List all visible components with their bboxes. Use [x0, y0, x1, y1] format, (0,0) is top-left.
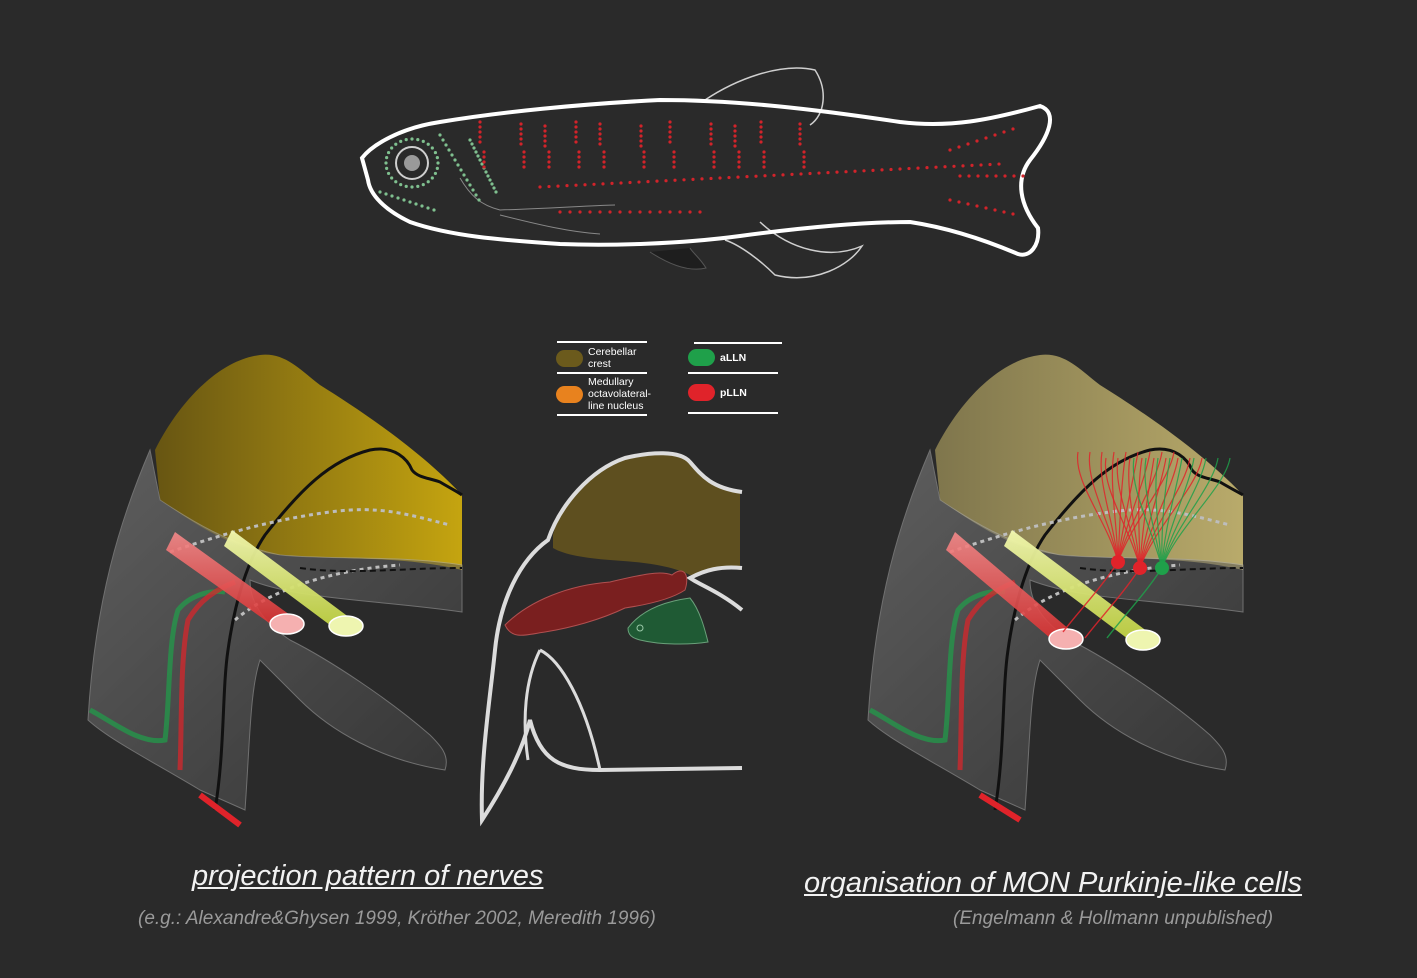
mon-swatch	[556, 386, 583, 403]
legend-label: aLLN	[720, 352, 747, 364]
plln-swatch	[688, 384, 715, 401]
plln-rod	[166, 532, 305, 635]
alln-fish-map	[627, 597, 709, 645]
left-caption-title: projection pattern of nerves	[192, 860, 544, 892]
alln-rod	[224, 530, 364, 637]
cerebellar-crest-swatch	[556, 350, 583, 367]
alln-rod-right	[1004, 530, 1161, 651]
fish-outline	[359, 67, 1052, 279]
neuromast-dots	[378, 120, 1025, 216]
alln-swatch	[688, 349, 715, 366]
right-purkinje-panel	[867, 354, 1244, 823]
left-caption-reference: (e.g.: Alexandre&Ghysen 1999, Kröther 20…	[138, 908, 656, 929]
plln-fish-map	[504, 570, 688, 636]
eye-icon	[395, 146, 429, 180]
legend-label: Cerebellar crest	[588, 346, 637, 370]
purkinje-like-cells	[1062, 451, 1231, 639]
left-projection-panel	[87, 354, 463, 828]
right-caption-reference: (Engelmann & Hollmann unpublished)	[953, 908, 1274, 929]
legend-label: Medullary octavolateral- line nucleus	[588, 376, 652, 412]
legend-label: pLLN	[720, 387, 747, 399]
right-caption-title: organisation of MON Purkinje-like cells	[804, 867, 1303, 899]
